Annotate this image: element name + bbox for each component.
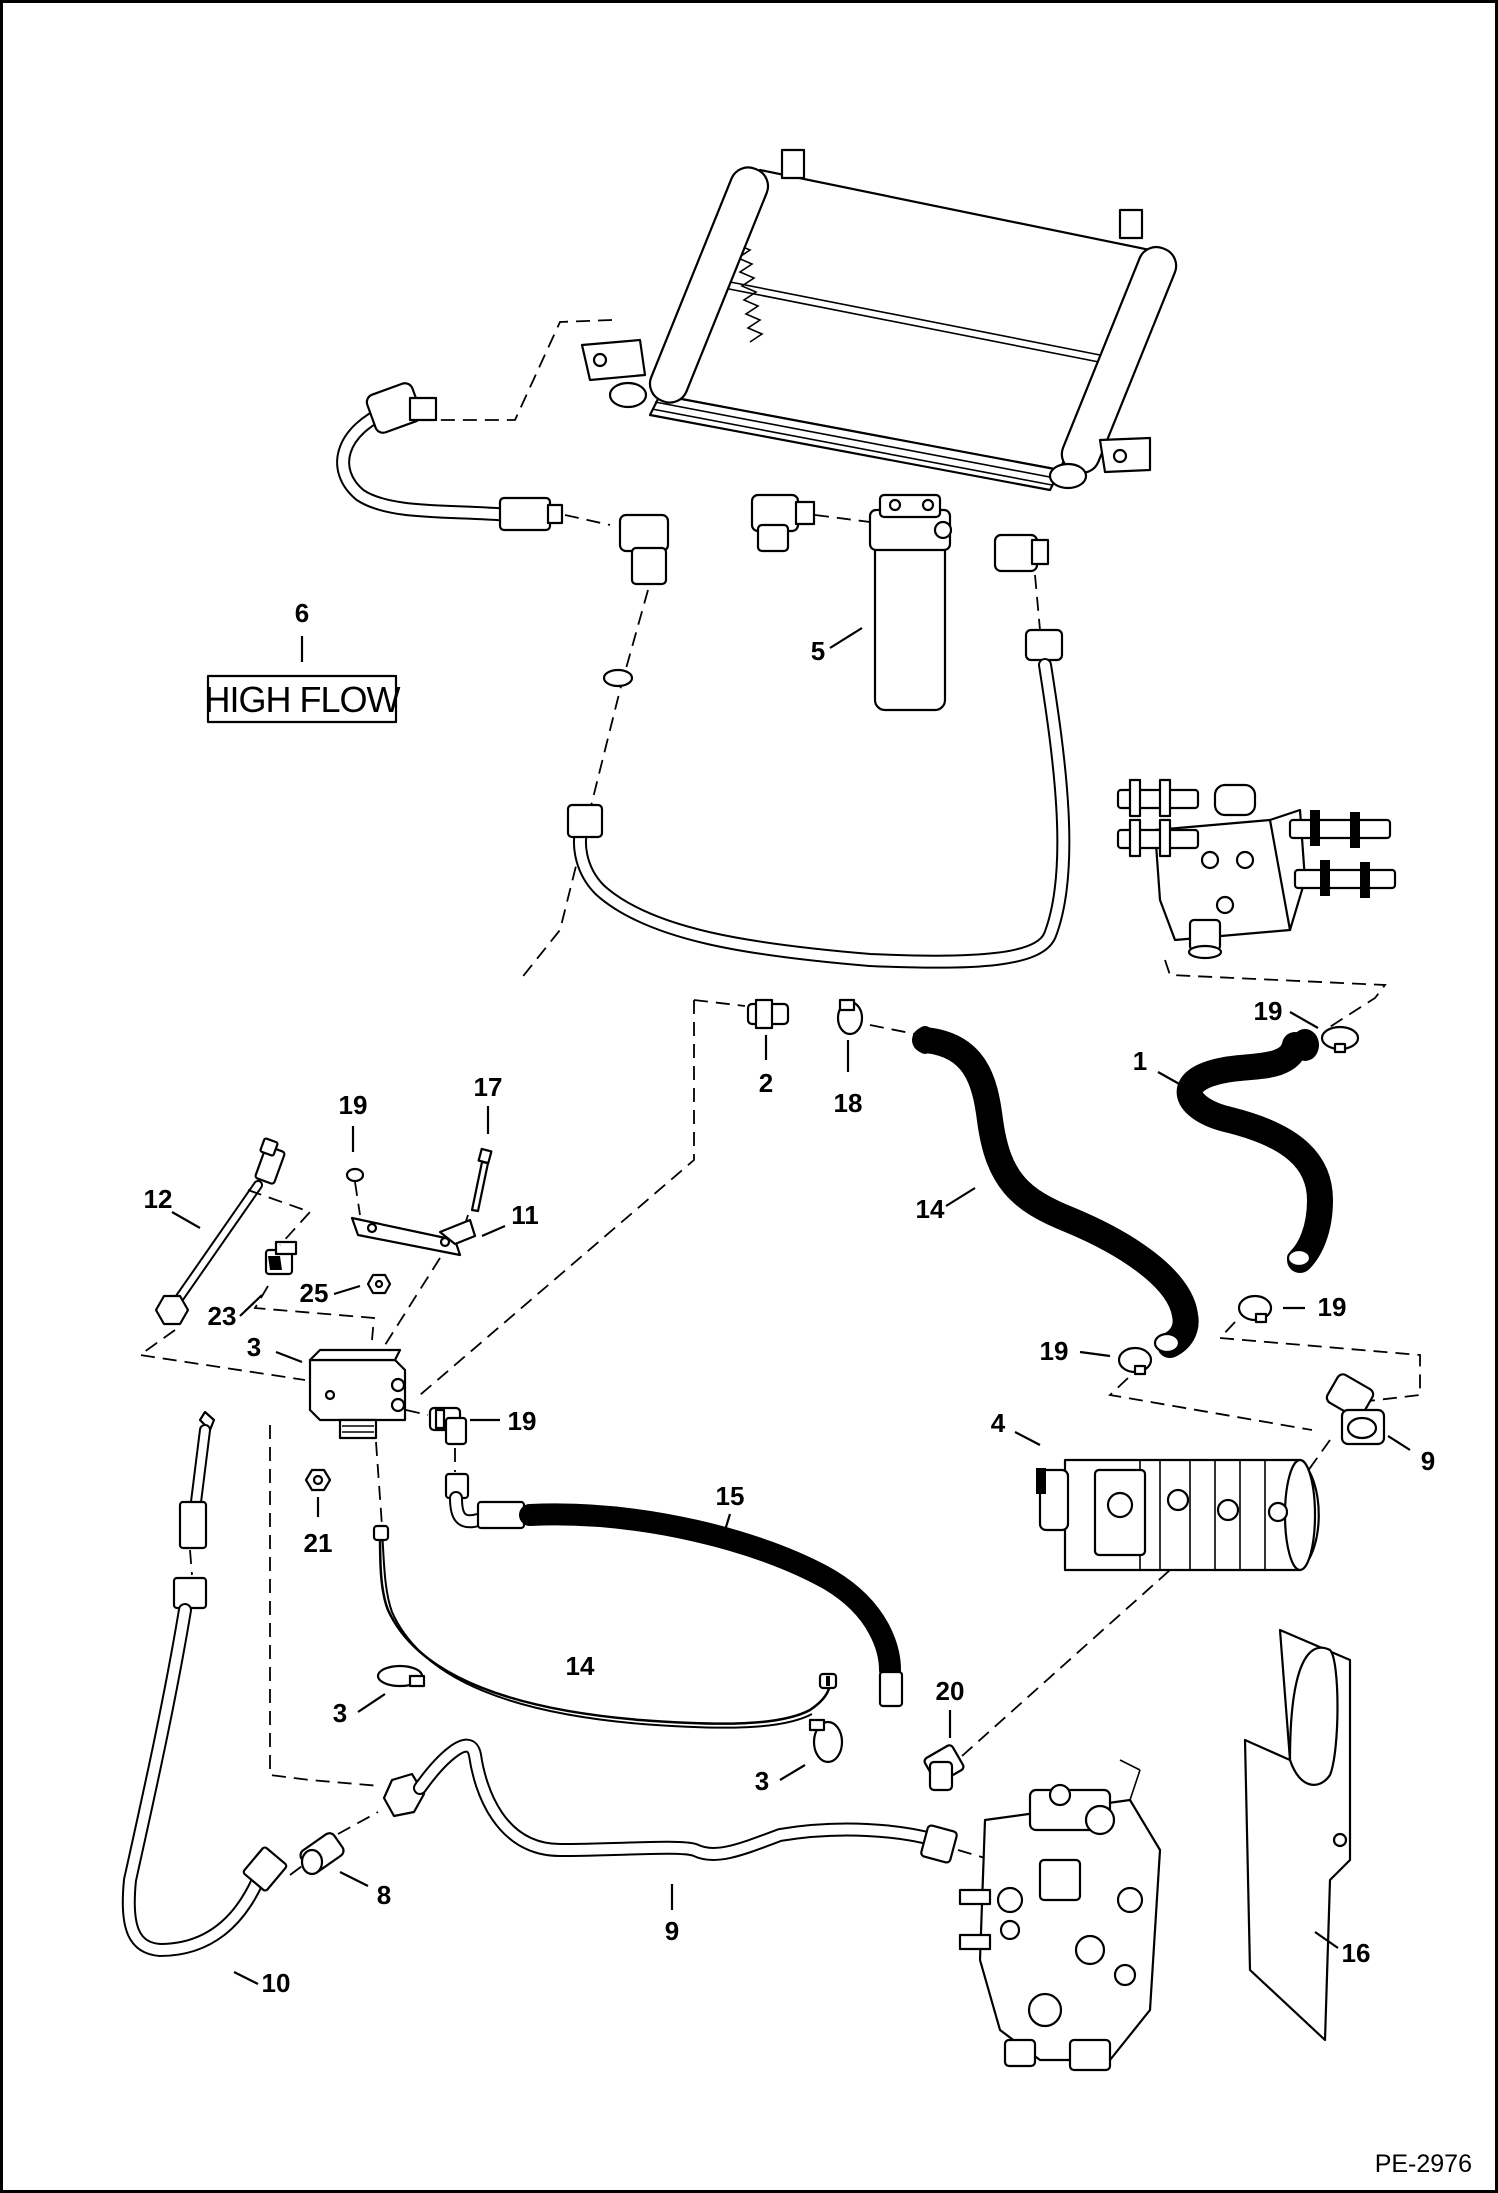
callout-17: 16: [1342, 1938, 1371, 1968]
leader-filter-out: [1034, 574, 1041, 631]
callout-22-number: 23: [208, 1301, 237, 1331]
high-flow-label: HIGH FLOW: [205, 679, 401, 720]
cooler-return-hose: [336, 382, 564, 532]
callout-23: 20: [936, 1676, 965, 1706]
leader-cooler-inlet: [430, 319, 613, 421]
diagram-code: PE-2976: [1375, 2150, 1472, 2178]
leader-pilot-line: [419, 1000, 695, 1396]
callout-12: 11: [511, 1200, 539, 1230]
callout-1: 1: [1133, 1046, 1147, 1076]
callout-4-number: 3: [247, 1332, 261, 1362]
screw-20: [345, 1167, 365, 1183]
callout-25: 25: [300, 1278, 329, 1308]
leader-8-10: [337, 1811, 379, 1835]
bracket-12: [350, 1216, 477, 1257]
callout-20-visible: 19: [339, 1090, 368, 1120]
callout-24: 21: [304, 1528, 333, 1558]
hose-11: [121, 1410, 288, 1957]
leader-bracket-block: [384, 1257, 441, 1346]
elbow-fitting-21: [428, 1406, 468, 1446]
manifold-block-4: [308, 1348, 407, 1440]
leader-22-block: [253, 1285, 375, 1341]
callout-19-right: 19: [1318, 1292, 1347, 1322]
leader-block-21: [405, 1409, 429, 1416]
cable-tie-3-left: [376, 1664, 426, 1688]
fitting-8: [299, 1832, 345, 1876]
leader-clamp-19: [869, 1024, 921, 1036]
o-ring: [602, 668, 634, 688]
leader-filter-in: [814, 514, 871, 523]
leader-13-block: [137, 1329, 306, 1381]
callout-13: 12: [144, 1184, 173, 1214]
leader-fitting-9-pump: [1304, 1439, 1331, 1476]
high-flow-callout: 6 HIGH FLOW: [205, 598, 402, 724]
control-valve: [958, 1759, 1162, 2072]
leader-clamp-pump: [1108, 1377, 1313, 1431]
filter-assembly: [750, 493, 1050, 712]
leader-10-valve: [957, 1849, 986, 1859]
leader-block-tube10: [269, 1425, 381, 1787]
nut-25: [366, 1273, 392, 1295]
tube-13: [154, 1137, 286, 1326]
hose-1: [1176, 1029, 1333, 1273]
adapter-fitting-2: [746, 998, 790, 1030]
elbow-fitting: [618, 513, 670, 586]
callout-11: 10: [262, 1968, 291, 1998]
callout-9: 9: [1421, 1446, 1435, 1476]
leader-fitting-2: [693, 999, 746, 1007]
bolt-18: [470, 1147, 493, 1213]
leader-13-22: [247, 1189, 312, 1246]
leader-11: [189, 1549, 193, 1576]
callout-19-upper: 19: [1254, 996, 1283, 1026]
leader-clamp-fitting-9: [1218, 1321, 1421, 1403]
callout-6: 5: [811, 636, 825, 666]
elbow-fitting-9: [1325, 1373, 1386, 1446]
gear-pump: [1036, 1458, 1320, 1572]
hose-clamp-19-right: [1237, 1294, 1273, 1324]
leader-23-pump: [961, 1569, 1171, 1757]
callout-2: 2: [759, 1068, 773, 1098]
hose-clamp-19-top: [836, 998, 864, 1036]
filter-hose: [566, 628, 1071, 969]
hose-16: [444, 1472, 904, 1708]
leader-block-harness: [375, 1441, 383, 1527]
tube-10: [382, 1738, 958, 1864]
callout-16: 15: [716, 1481, 745, 1511]
leader-elbow-down: [519, 589, 649, 981]
callout-19-lower: 19: [1040, 1336, 1069, 1366]
callout-5-label: 4: [991, 1408, 1006, 1438]
callout-3-right: 3: [755, 1766, 769, 1796]
hose-clamp-19-upper: [1320, 1025, 1360, 1054]
hose-clamp-19-lower: [1117, 1346, 1153, 1376]
callout-18: 17: [474, 1072, 503, 1102]
callout-19-top: 18: [834, 1088, 863, 1118]
oil-cooler: [580, 148, 1178, 492]
callout-10-visible: 9: [665, 1916, 679, 1946]
leader-20: [354, 1181, 361, 1216]
callout-3-left: 3: [333, 1698, 347, 1728]
elbow-fitting-23: [923, 1744, 965, 1792]
nut-24: [304, 1468, 332, 1492]
callout-14: 14: [916, 1194, 945, 1224]
callout-7: 6: [295, 598, 309, 628]
leader-hose-elbow: [564, 514, 611, 526]
wire-harness-15: [372, 1524, 838, 1729]
callout-8: 8: [377, 1880, 391, 1910]
leader-valve-clamp: [1164, 959, 1387, 1031]
callout-15-visible: 14: [566, 1651, 595, 1681]
leader-11-8: [289, 1865, 303, 1876]
shield-17: [1243, 1628, 1352, 2042]
adapter-22: [264, 1240, 298, 1276]
cable-tie-3-right: [808, 1718, 844, 1764]
callout-21: 19: [508, 1406, 537, 1436]
hose-14: [912, 1026, 1199, 1358]
diverter-valve: [1116, 778, 1397, 960]
